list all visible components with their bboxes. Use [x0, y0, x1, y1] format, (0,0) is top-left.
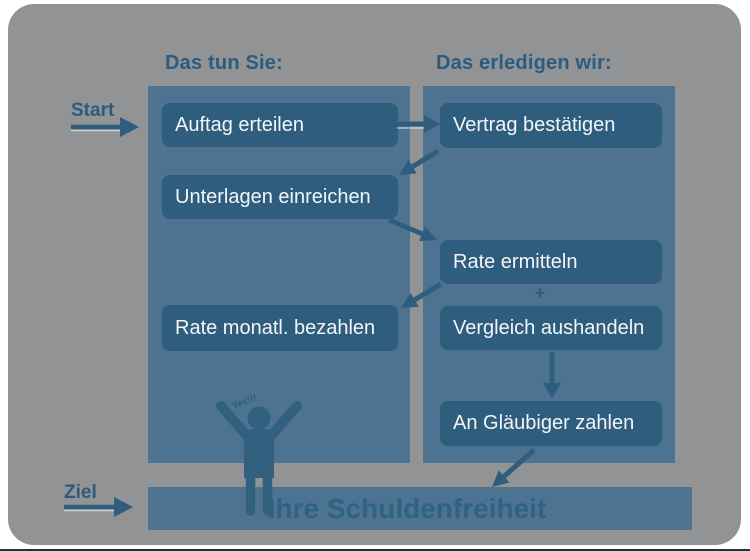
ziel-label: Ziel: [64, 482, 97, 503]
step-box-vertrag-bestaetigen: Vertrag bestätigen: [440, 103, 662, 148]
goal-bar: Ihre Schuldenfreiheit: [148, 487, 692, 530]
step-box-an-glaeubiger-zahlen: An Gläubiger zahlen: [440, 401, 662, 446]
plus-sign: +: [534, 283, 546, 303]
step-box-unterlagen-einreichen: Unterlagen einreichen: [162, 175, 398, 219]
goal-bar-text: Ihre Schuldenfreiheit: [267, 493, 547, 524]
step-box-rate-monatl-bezahlen: Rate monatl. bezahlen: [162, 305, 398, 351]
column-header-right: Das erledigen wir:: [436, 52, 612, 74]
panel-customer-column: [148, 86, 410, 463]
step-box-auftag-erteilen: Auftag erteilen: [162, 103, 398, 147]
bottom-shadow-line: [0, 549, 750, 551]
start-label: Start: [71, 100, 115, 121]
step-box-vergleich-aushandeln: Vergleich aushandeln: [440, 306, 662, 350]
column-header-left: Das tun Sie:: [165, 52, 283, 74]
step-box-rate-ermitteln: Rate ermitteln: [440, 240, 662, 284]
